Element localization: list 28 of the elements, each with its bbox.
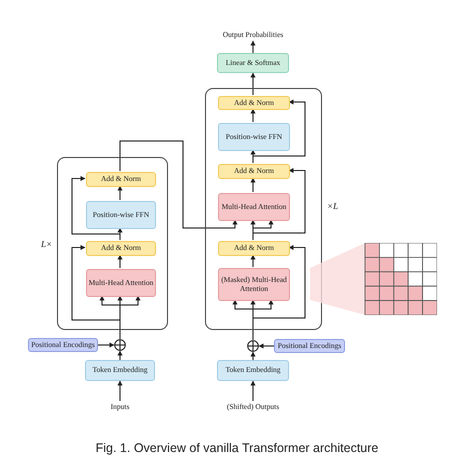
arrow xyxy=(118,380,122,402)
arrow xyxy=(120,140,238,228)
arrow xyxy=(250,254,256,268)
arrow xyxy=(118,254,122,268)
arrow xyxy=(72,245,120,340)
arrow xyxy=(118,350,122,360)
arrow xyxy=(250,380,256,402)
arrow xyxy=(250,108,256,122)
sum-circle-icon xyxy=(114,339,126,351)
arrow xyxy=(250,352,256,360)
figure-caption: Fig. 1. Overview of vanilla Transformer architecture xyxy=(96,441,378,455)
arrow xyxy=(252,100,306,164)
fork-arrow xyxy=(252,220,274,228)
fork-arrow xyxy=(100,296,140,306)
arrow xyxy=(250,178,256,192)
arrow xyxy=(98,342,114,348)
repeat-label: L× xyxy=(41,239,52,250)
arrow xyxy=(252,168,306,240)
arrow xyxy=(72,176,120,240)
mask-matrix-drawing xyxy=(310,243,437,315)
arrow xyxy=(118,186,122,200)
arrow xyxy=(252,245,306,340)
arrow xyxy=(250,40,256,54)
arrow xyxy=(258,344,274,348)
repeat-label: ×L xyxy=(327,201,338,212)
fork-arrow xyxy=(232,300,274,310)
arrow xyxy=(250,72,256,96)
sum-circle-icon xyxy=(247,340,259,352)
